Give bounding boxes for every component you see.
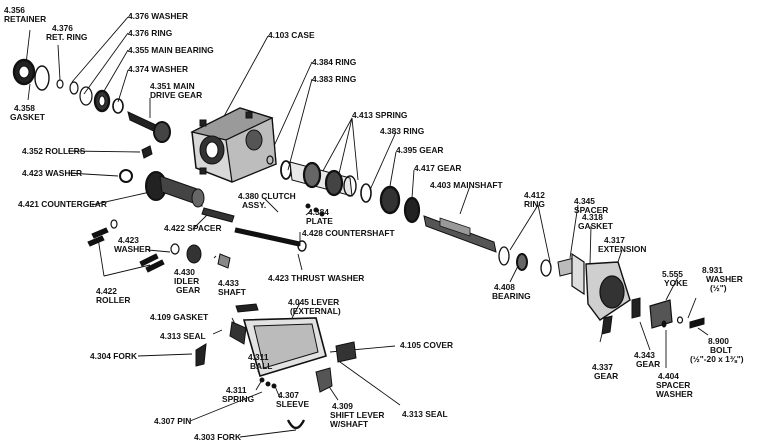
label-4422-spacer: 4.422 SPACER (164, 223, 222, 233)
label-4380-line2: ASSY. (242, 200, 267, 210)
countergear-group (119, 145, 205, 208)
label-4317-number: 4.317 (604, 235, 625, 245)
label-4309-line1: 4.309 (332, 401, 353, 411)
label-4307-pin: 4.307 PIN (154, 416, 192, 426)
label-4309-line3: W/SHAFT (330, 419, 369, 429)
label-4428-countershaft: 4.428 COUNTERSHAFT (302, 228, 395, 238)
label-4103-case: 4.103 CASE (268, 30, 315, 40)
label-4423-thrust-washer: 4.423 THRUST WASHER (268, 273, 365, 283)
label-4417-gear: 4.417 GEAR (414, 163, 462, 173)
label-4380-line1: 4.380 CLUTCH (238, 191, 296, 201)
label-4423-washer: 4.423 WASHER (22, 168, 83, 178)
label-4355-main-bearing: 4.355 MAIN BEARING (128, 45, 214, 55)
label-4408-number: 4.408 (494, 282, 515, 292)
label-4304-fork: 4.304 FORK (90, 351, 138, 361)
label-4403-mainshaft: 4.403 MAINSHAFT (430, 180, 503, 190)
label-4045-line2: (EXTERNAL) (290, 306, 341, 316)
label-4317-name: EXTENSION (598, 244, 647, 254)
label-4358-name: GASKET (10, 112, 45, 122)
label-4311-ball-name: BALL (250, 361, 273, 371)
label-4345-name: SPACER (574, 205, 609, 215)
label-4404-line3: WASHER (656, 389, 693, 399)
cover-group (195, 303, 357, 430)
label-4412-name: RING (524, 199, 545, 209)
label-4433-name: SHAFT (218, 287, 246, 297)
label-4383-ring-2: 4.383 RING (380, 126, 425, 136)
transmission-case (190, 107, 277, 183)
label-4430-line2: IDLER (174, 276, 200, 286)
label-4343-name: GEAR (636, 359, 661, 369)
label-4318-name: GASKET (578, 221, 613, 231)
label-4351-number: 4.351 MAIN (150, 81, 195, 91)
label-8931-size: (½") (710, 283, 727, 293)
label-4423-washer2-name: WASHER (114, 244, 151, 254)
label-4383-ring-1: 4.383 RING (312, 74, 357, 84)
extension-group (498, 246, 705, 335)
label-4376-ring-number: 4.376 (52, 23, 73, 33)
label-4384-plate-name: PLATE (306, 216, 333, 226)
label-4303-fork: 4.303 FORK (194, 432, 242, 442)
label-4343-number: 4.343 (634, 350, 655, 360)
leader-lines (25, 16, 709, 438)
label-8931-number: 8.931 (702, 265, 723, 275)
label-4313-seal-2: 4.313 SEAL (402, 409, 448, 419)
label-4412-number: 4.412 (524, 190, 545, 200)
label-4384-plate-number: 4.384 (308, 207, 329, 217)
label-4422-roller-number: 4.422 (96, 286, 117, 296)
label-4105-cover: 4.105 COVER (400, 340, 454, 350)
retainer-group (12, 58, 64, 91)
label-4311-ball-number: 4.311 (248, 352, 269, 362)
label-4307-sleeve-number: 4.307 (278, 390, 299, 400)
mainshaft-group (266, 155, 497, 253)
label-4307-sleeve-name: SLEEVE (276, 399, 310, 409)
label-4422-roller-name: ROLLER (96, 295, 131, 305)
label-4384-ring: 4.384 RING (312, 57, 357, 67)
label-4318-number: 4.318 (582, 212, 603, 222)
countershaft-group (201, 203, 325, 252)
label-4337-number: 4.337 (592, 362, 613, 372)
label-4352-rollers: 4.352 ROLLERS (22, 146, 86, 156)
label-4430-line3: GEAR (176, 285, 201, 295)
label-4413-spring: 4.413 SPRING (352, 110, 408, 120)
label-4395-gear: 4.395 GEAR (396, 145, 444, 155)
label-4376-washer: 4.376 WASHER (128, 11, 189, 21)
label-4374-washer: 4.374 WASHER (128, 64, 189, 74)
label-4345-number: 4.345 (574, 196, 595, 206)
label-8900-name: BOLT (710, 345, 733, 355)
label-4311-spring-name: SPRING (222, 394, 255, 404)
label-4404-number: 4.404 (658, 371, 679, 381)
label-5555-name: YOKE (664, 278, 688, 288)
label-4311-spring-number: 4.311 (226, 385, 247, 395)
label-4351-name: DRIVE GEAR (150, 90, 203, 100)
label-4337-name: GEAR (594, 371, 619, 381)
label-4421-countergear: 4.421 COUNTERGEAR (18, 199, 107, 209)
label-4309-line2: SHIFT LEVER (330, 410, 385, 420)
label-4045-line1: 4.045 LEVER (288, 297, 340, 307)
idler-gear-group (87, 219, 231, 273)
label-4376-ring-name: RET. RING (46, 32, 88, 42)
label-8900-size: (½"-20 x 1⅜") (690, 354, 744, 364)
label-4408-name: BEARING (492, 291, 531, 301)
label-4433-number: 4.433 (218, 278, 239, 288)
label-4313-seal-1: 4.313 SEAL (160, 331, 206, 341)
label-4404-line2: SPACER (656, 380, 691, 390)
label-4423-washer2-number: 4.423 (118, 235, 139, 245)
label-4109-gasket: 4.109 GASKET (150, 312, 209, 322)
label-4358-number: 4.358 (14, 103, 35, 113)
label-8931-name: WASHER (706, 274, 743, 284)
label-8900-number: 8.900 (708, 336, 729, 346)
label-4376-ring: 4.376 RING (128, 28, 173, 38)
label-4430-number: 4.430 (174, 267, 195, 277)
main-drive-gear-group (69, 81, 171, 143)
label-4356-number: 4.356 (4, 5, 25, 15)
label-4356-name: RETAINER (4, 14, 47, 24)
label-5555-number: 5.555 (662, 269, 683, 279)
